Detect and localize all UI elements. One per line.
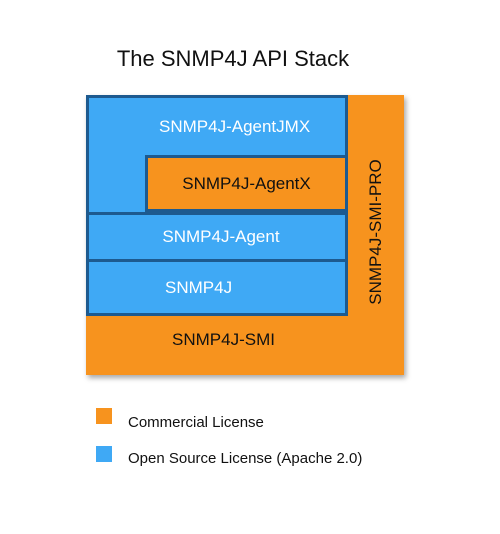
block-snmp4j: SNMP4J [86, 259, 348, 316]
legend-label-open-source: Open Source License (Apache 2.0) [128, 450, 363, 467]
label-snmp4j-agentjmx: SNMP4J-AgentJMX [159, 117, 311, 136]
legend-label-commercial: Commercial License [128, 414, 264, 431]
label-snmp4j-smi: SNMP4J-SMI [172, 330, 275, 349]
label-snmp4j-smi-pro: SNMP4J-SMI-PRO [366, 159, 385, 305]
diagram-title: The SNMP4J API Stack [116, 46, 350, 71]
legend-swatch-commercial [96, 408, 112, 424]
label-snmp4j-agent: SNMP4J-Agent [162, 227, 280, 246]
legend-swatch-open-source [96, 446, 112, 462]
label-snmp4j-agentx: SNMP4J-AgentX [182, 173, 311, 193]
block-snmp4j-agentx: SNMP4J-AgentX [145, 155, 348, 212]
label-snmp4j: SNMP4J [165, 277, 233, 297]
block-snmp4j-agent: SNMP4J-Agent [86, 212, 348, 262]
